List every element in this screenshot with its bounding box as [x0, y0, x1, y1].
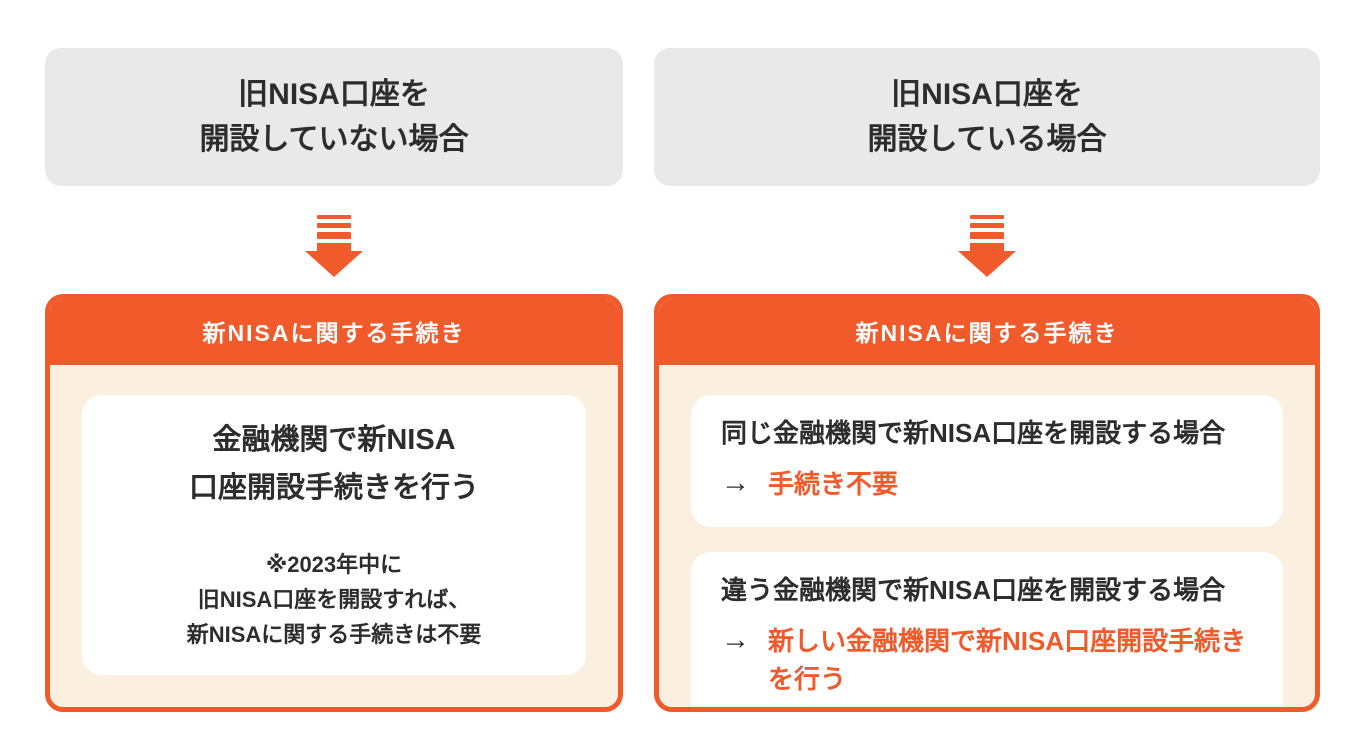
arrow-stripe: [317, 215, 351, 219]
arrow-stem: [317, 242, 351, 251]
procedure-panel-opened: 新NISAに関する手続き 同じ金融機関で新NISA口座を開設する場合 → 手続き…: [654, 294, 1320, 712]
condition-line2: 開設している場合: [867, 123, 1107, 156]
arrow-stem: [970, 242, 1004, 251]
arrow-stripe: [970, 232, 1004, 239]
diagram: 旧NISA口座を 開設していない場合 新NISAに関する手続き 金融機関で新NI…: [45, 48, 1320, 712]
case-heading: 同じ金融機関で新NISA口座を開設する場合: [721, 418, 1226, 448]
panel-title: 新NISAに関する手続き: [50, 299, 618, 365]
case-heading: 違う金融機関で新NISA口座を開設する場合: [721, 575, 1226, 606]
note-line3: 新NISAに関する手続きは不要: [186, 622, 482, 648]
condition-line1: 旧NISA口座を: [238, 78, 430, 111]
panel-title: 新NISAに関する手続き: [659, 299, 1315, 365]
procedure-main-text: 金融機関で新NISA 口座開設手続きを行う: [189, 417, 479, 513]
condition-line1: 旧NISA口座を: [891, 78, 1083, 111]
result-row: → 手続き不要: [721, 464, 1253, 504]
main-line1: 金融機関で新NISA: [212, 424, 456, 457]
arrow-head: [958, 251, 1016, 277]
case-card-different-institution: 違う金融機関で新NISA口座を開設する場合 → 新しい金融機関で新NISA口座開…: [691, 552, 1283, 707]
panel-body: 同じ金融機関で新NISA口座を開設する場合 → 手続き不要 違う金融機関で新NI…: [659, 365, 1315, 707]
arrow-stripe: [317, 222, 351, 229]
result-text: 手続き不要: [768, 468, 899, 499]
column-opened: 旧NISA口座を 開設している場合 新NISAに関する手続き 同じ金融機関で新N…: [654, 48, 1320, 712]
note-line1: ※2023年中に: [265, 552, 403, 578]
arrow-stripe: [317, 232, 351, 239]
column-not-opened: 旧NISA口座を 開設していない場合 新NISAに関する手続き 金融機関で新NI…: [45, 48, 623, 712]
down-arrow-icon: [305, 215, 363, 277]
arrow-stripe: [970, 222, 1004, 229]
right-arrow-icon: →: [721, 466, 750, 499]
condition-header-opened: 旧NISA口座を 開設している場合: [654, 48, 1320, 186]
procedure-panel-not-opened: 新NISAに関する手続き 金融機関で新NISA 口座開設手続きを行う ※2023…: [45, 294, 623, 712]
right-arrow-icon: →: [721, 624, 750, 657]
procedure-card: 金融機関で新NISA 口座開設手続きを行う ※2023年中に 旧NISA口座を開…: [82, 395, 586, 675]
procedure-note-text: ※2023年中に 旧NISA口座を開設すれば、 新NISAに関する手続きは不要: [187, 547, 482, 653]
panel-body: 金融機関で新NISA 口座開設手続きを行う ※2023年中に 旧NISA口座を開…: [50, 365, 618, 707]
result-text: 新しい金融機関で新NISA口座開設手続きを行う: [768, 626, 1247, 694]
arrow-head: [305, 251, 363, 277]
result-row: → 新しい金融機関で新NISA口座開設手続きを行う: [721, 621, 1253, 698]
condition-header-not-opened: 旧NISA口座を 開設していない場合: [45, 48, 623, 186]
down-arrow-icon: [958, 215, 1016, 277]
case-card-same-institution: 同じ金融機関で新NISA口座を開設する場合 → 手続き不要: [691, 395, 1283, 528]
condition-line2: 開設していない場合: [199, 123, 469, 156]
main-line2: 口座開設手続きを行う: [188, 472, 479, 505]
note-line2: 旧NISA口座を開設すれば、: [197, 587, 471, 613]
arrow-stripe: [970, 215, 1004, 219]
